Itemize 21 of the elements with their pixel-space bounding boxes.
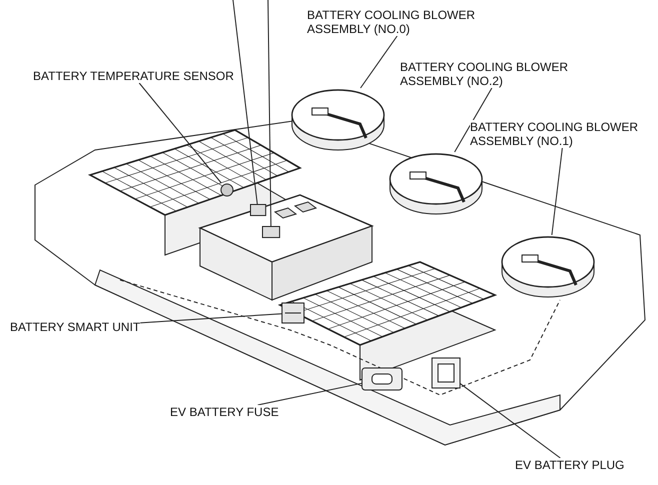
leader-line <box>551 148 563 236</box>
cooling-blower-drawing <box>388 152 484 216</box>
smart-unit-drawing <box>282 303 304 323</box>
cooling-blower-drawing <box>500 235 596 299</box>
connector-block <box>250 204 266 216</box>
part-label: EV BATTERY PLUG <box>515 458 624 472</box>
leader-line <box>454 88 492 152</box>
leader-line <box>268 0 272 226</box>
fuse-drawing <box>362 368 402 390</box>
leader-line <box>460 382 561 458</box>
part-label: BATTERY TEMPERATURE SENSOR <box>33 69 234 83</box>
leader-line <box>232 0 258 204</box>
part-label: BATTERY SMART UNIT <box>10 320 140 334</box>
leader-line <box>360 36 398 88</box>
connector-block <box>262 226 280 238</box>
leader-line <box>257 382 362 406</box>
leader-line <box>140 313 282 324</box>
part-label: EV BATTERY FUSE <box>170 405 279 419</box>
service-plug-drawing <box>432 358 460 388</box>
leader-line <box>138 82 222 184</box>
cooling-blower-drawing <box>290 88 386 152</box>
